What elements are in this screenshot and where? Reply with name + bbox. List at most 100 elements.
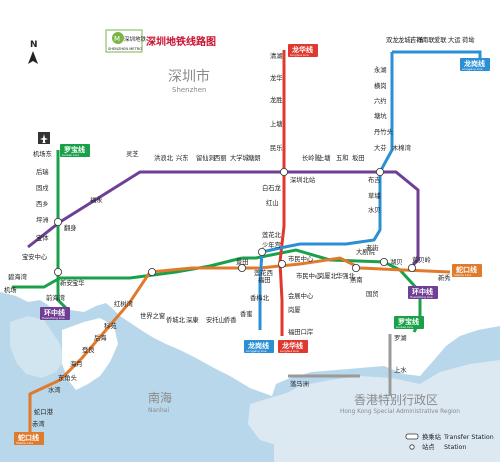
svg-text:深圳地铁: 深圳地铁: [124, 35, 147, 43]
svg-text:草埔: 草埔: [368, 191, 381, 200]
svg-text:兴东: 兴东: [176, 153, 189, 162]
line-longgang: [392, 50, 482, 58]
svg-text:深康: 深康: [186, 315, 199, 324]
region-nanhai-en: Nanhai: [148, 407, 169, 414]
region-shenzhen-en: Shenzhen: [172, 86, 206, 94]
transfer-shenzhenbei[interactable]: [279, 167, 288, 176]
transfer-baoan[interactable]: [54, 217, 63, 226]
svg-text:国贸: 国贸: [366, 289, 379, 298]
stations-huanzhong: 福永 翻身 灵芝 洪浪北 兴东 留仙洞 西丽 大学城 塘朗 长岭陂 上塘 五和 …: [64, 149, 365, 232]
svg-text:机场: 机场: [4, 285, 17, 294]
badge-huanzhong-left: 环中线 Huanzhong Line: [40, 307, 70, 320]
svg-text:海月: 海月: [70, 359, 83, 368]
svg-text:Luobao Line: Luobao Line: [396, 325, 413, 329]
badge-shekou-left: 蛇口线 Shekou Line: [14, 432, 44, 445]
svg-text:荷坳: 荷坳: [462, 35, 475, 44]
hk-land: [274, 360, 500, 462]
svg-text:Longhua Line: Longhua Line: [280, 349, 299, 353]
svg-text:洪浪北: 洪浪北: [154, 153, 174, 162]
svg-text:木棉湾: 木棉湾: [392, 143, 412, 152]
svg-text:站点: 站点: [422, 442, 435, 451]
svg-text:龙城广场: 龙城广场: [398, 35, 423, 44]
svg-text:景田: 景田: [236, 258, 249, 266]
svg-text:环中线: 环中线: [412, 287, 433, 296]
transfer-laojie[interactable]: [379, 257, 388, 266]
svg-text:福田: 福田: [258, 275, 271, 284]
svg-text:上塘: 上塘: [318, 153, 331, 162]
svg-text:M: M: [114, 35, 120, 43]
svg-text:翻身: 翻身: [64, 223, 77, 232]
stations-hk: 罗湖 落马洲 上水: [290, 333, 407, 388]
svg-text:后瑞: 后瑞: [36, 167, 49, 176]
svg-text:塘坑: 塘坑: [374, 111, 387, 120]
svg-text:五和: 五和: [336, 153, 349, 162]
svg-text:布吉: 布吉: [368, 175, 381, 184]
svg-text:蛇口港: 蛇口港: [34, 407, 54, 416]
transfer-buji[interactable]: [375, 167, 384, 176]
svg-text:永湖: 永湖: [374, 65, 387, 74]
svg-text:龙华: 龙华: [270, 73, 283, 82]
svg-text:换乘站: 换乘站: [422, 432, 442, 441]
svg-text:老街: 老街: [366, 243, 379, 252]
svg-text:龙岗线: 龙岗线: [463, 59, 485, 68]
legend: 换乘站 Transfer Station 站点 Station: [405, 432, 494, 451]
svg-text:罗宝线: 罗宝线: [398, 317, 419, 326]
north-compass: N: [28, 40, 38, 64]
svg-text:湖贝: 湖贝: [390, 257, 403, 266]
svg-text:丹竹头: 丹竹头: [374, 127, 393, 136]
svg-text:东角头: 东角头: [58, 373, 77, 382]
transfer-daju[interactable]: [351, 263, 360, 272]
shekou-peninsula: [62, 318, 118, 390]
region-nanhai-cn: 南海: [148, 390, 172, 405]
badge-longgang-top: 龙岗线 Longgang Line: [460, 58, 490, 71]
transfer-qianhaiwan[interactable]: [54, 267, 63, 276]
svg-text:红树湾: 红树湾: [114, 299, 134, 308]
svg-text:黄贝岭: 黄贝岭: [412, 255, 432, 264]
svg-text:岗厦北: 岗厦北: [318, 272, 338, 280]
svg-text:龙岗线: 龙岗线: [247, 341, 269, 350]
svg-text:龙胜: 龙胜: [270, 95, 283, 104]
svg-text:上塘: 上塘: [270, 119, 283, 128]
svg-text:西丽: 西丽: [214, 154, 227, 162]
svg-text:侨城北: 侨城北: [166, 315, 186, 324]
svg-text:大剧院: 大剧院: [356, 247, 376, 256]
svg-text:罗宝线: 罗宝线: [64, 145, 85, 154]
transfer-shimin[interactable]: [237, 263, 246, 272]
svg-text:后海: 后海: [94, 333, 107, 342]
svg-text:N: N: [30, 40, 38, 50]
svg-text:福永: 福永: [90, 195, 103, 204]
svg-text:大运: 大运: [448, 35, 461, 44]
svg-text:留仙洞: 留仙洞: [196, 153, 215, 162]
stations-shekou: 赤湾 蛇口港 水湾 东角头 海月 登良 后海 科苑 红树湾 世界之窗 侨城北 深…: [32, 247, 451, 428]
svg-text:宝体: 宝体: [36, 233, 49, 242]
svg-text:科苑: 科苑: [104, 321, 117, 330]
transfer-huangbei[interactable]: [407, 263, 416, 272]
svg-text:登良: 登良: [82, 345, 95, 354]
svg-text:西乡: 西乡: [36, 200, 49, 208]
badge-longhua-top: 龙华线 Longhua Line: [288, 44, 318, 57]
svg-text:莲花西: 莲花西: [254, 268, 273, 277]
stations-longgang: 双龙 龙城广场 吉祥 南联 爱联 大运 荷坳 永湖 横岗 六约 塘坑 丹竹头 大…: [366, 35, 475, 298]
svg-text:燕南: 燕南: [350, 275, 363, 284]
svg-text:民乐: 民乐: [270, 143, 283, 152]
svg-text:Luobao Line: Luobao Line: [62, 153, 79, 157]
transfer-shaoniangong[interactable]: [277, 259, 286, 268]
svg-text:六约: 六约: [374, 96, 387, 105]
badge-shekou-right: 蛇口线 Shekou Line: [452, 264, 482, 277]
svg-text:白石龙: 白石龙: [262, 183, 282, 192]
svg-text:坪洲: 坪洲: [36, 216, 49, 224]
svg-text:大芬: 大芬: [374, 143, 387, 152]
svg-text:Huanzhong Line: Huanzhong Line: [410, 295, 433, 299]
transfer-futian[interactable]: [257, 247, 266, 256]
svg-text:深圳北站: 深圳北站: [290, 175, 316, 184]
line-longhua: [278, 50, 286, 336]
svg-text:碧海湾: 碧海湾: [8, 272, 28, 281]
svg-text:南联: 南联: [422, 35, 435, 44]
svg-text:新秀: 新秀: [438, 273, 451, 282]
svg-text:福田口岸: 福田口岸: [288, 327, 313, 336]
svg-text:Shekou Line: Shekou Line: [16, 441, 33, 445]
svg-text:Shekou Line: Shekou Line: [454, 273, 471, 277]
shenzhen-metro-logo: M 深圳地铁 SHENZHEN METRO: [105, 29, 147, 53]
transfer-shijie[interactable]: [147, 267, 156, 276]
